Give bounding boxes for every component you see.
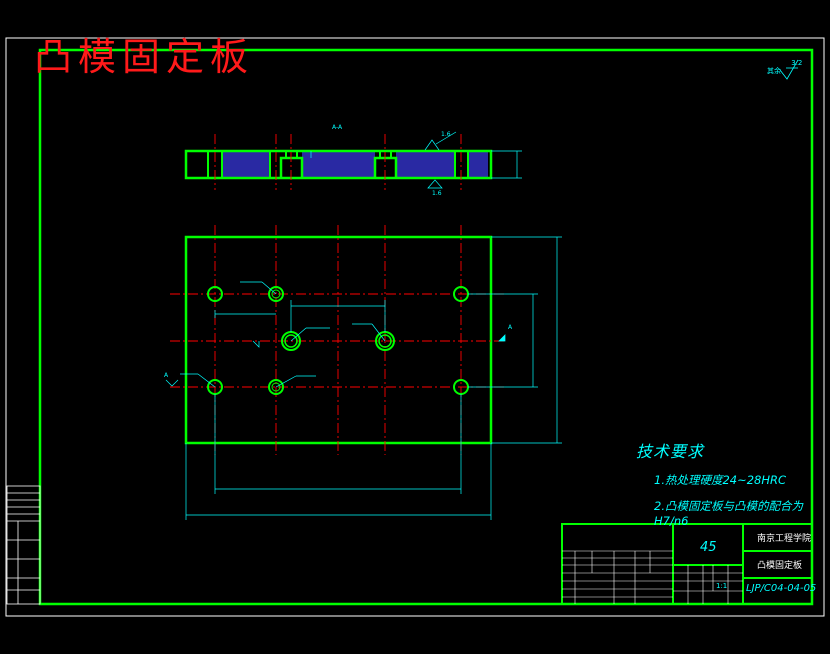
title-block [561, 523, 813, 605]
section-hatch-right [396, 151, 454, 178]
section-hatch-left [222, 151, 270, 178]
left-margin-table [6, 485, 41, 605]
hole-bottom-mid [268, 379, 284, 395]
plate-view [165, 225, 562, 520]
plate-outline [184, 235, 493, 445]
section-hatch-far-right [468, 151, 488, 178]
inner-frame [38, 48, 814, 606]
outer-border [5, 37, 825, 617]
hole-top-mid [268, 286, 284, 302]
hole-top-left [207, 286, 223, 302]
roughness-symbol [779, 59, 799, 80]
section-hatch-mid [302, 151, 375, 178]
section-view [184, 131, 522, 190]
section-outline [184, 149, 493, 180]
